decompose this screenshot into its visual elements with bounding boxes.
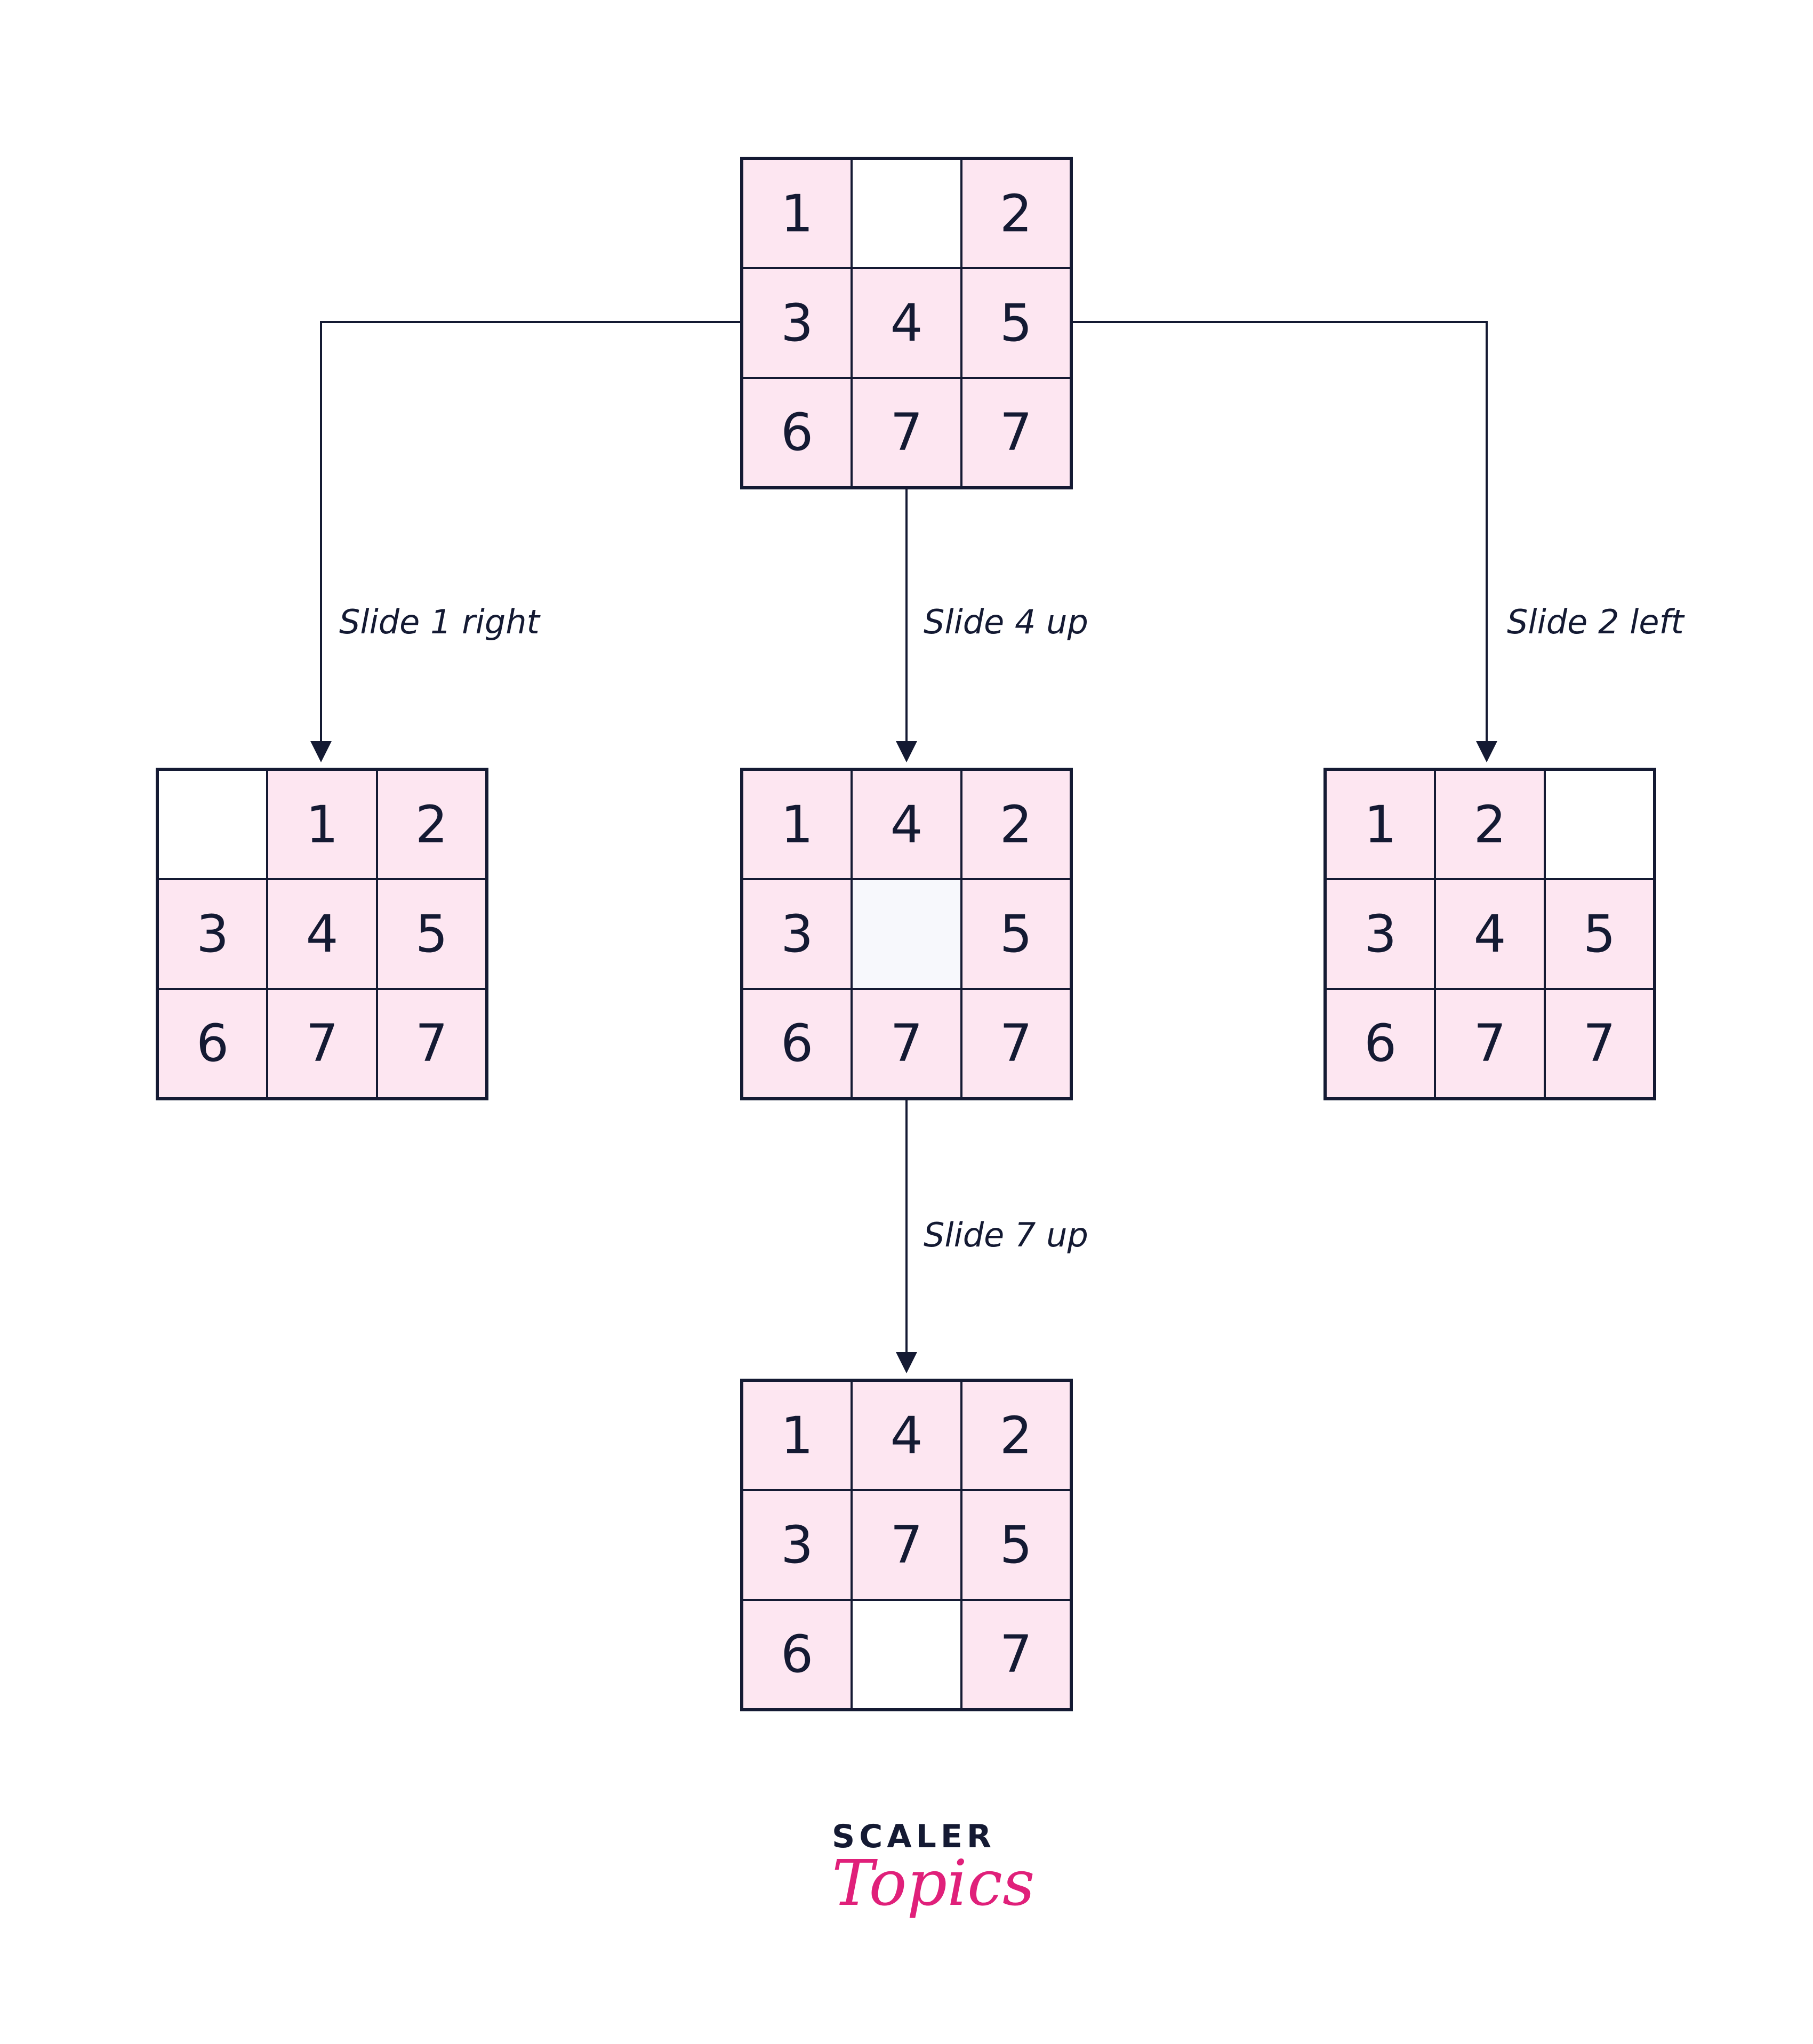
number-tile: 7: [961, 377, 1071, 487]
arrow-to-right-board: [1072, 321, 1497, 762]
number-tile: 4: [267, 879, 377, 989]
edge-label-slide-4-up: Slide 4 up: [924, 602, 1088, 641]
number-tile: 7: [961, 1599, 1071, 1709]
logo-wordmark-bottom: Topics: [832, 1846, 1035, 1920]
scaler-topics-logo: SCALER Topics: [832, 1818, 1035, 1957]
number-tile: 5: [961, 268, 1071, 378]
number-tile: 7: [852, 1490, 961, 1600]
number-tile: 4: [852, 770, 961, 880]
number-tile: 4: [852, 1381, 961, 1491]
number-tile: 2: [376, 770, 486, 880]
number-tile: 2: [1435, 770, 1545, 880]
number-tile: 2: [961, 1381, 1071, 1491]
number-tile: 1: [742, 770, 852, 880]
number-tile: 7: [852, 377, 961, 487]
number-tile: 3: [742, 268, 852, 378]
number-tile: 2: [961, 770, 1071, 880]
number-tile: 5: [376, 879, 486, 989]
blank-tile: [852, 159, 961, 269]
blank-tile: [852, 879, 961, 989]
edge-label-slide-1-right: Slide 1 right: [339, 602, 540, 641]
number-tile: 4: [1435, 879, 1545, 989]
number-tile: 4: [852, 268, 961, 378]
number-tile: 7: [852, 988, 961, 1098]
number-tile: 1: [742, 159, 852, 269]
number-tile: 6: [742, 988, 852, 1098]
edge-label-slide-7-up: Slide 7 up: [924, 1216, 1088, 1254]
number-tile: 3: [158, 879, 268, 989]
number-tile: 1: [742, 1381, 852, 1491]
blank-tile: [158, 770, 268, 880]
blank-tile: [852, 1599, 961, 1709]
number-tile: 5: [961, 1490, 1071, 1600]
number-tile: 6: [742, 377, 852, 487]
number-tile: 6: [158, 988, 268, 1098]
number-tile: 7: [1435, 988, 1545, 1098]
number-tile: 3: [742, 1490, 852, 1600]
logo-wordmark-top: SCALER: [832, 1818, 996, 1855]
number-tile: 7: [1544, 988, 1654, 1098]
number-tile: 7: [267, 988, 377, 1098]
number-tile: 5: [961, 879, 1071, 989]
arrow-to-left-board: [310, 321, 740, 762]
number-tile: 3: [1326, 879, 1435, 989]
number-tile: 2: [961, 159, 1071, 269]
number-tile: 7: [376, 988, 486, 1098]
number-tile: 6: [742, 1599, 852, 1709]
number-tile: 7: [961, 988, 1071, 1098]
blank-tile: [1544, 770, 1654, 880]
number-tile: 3: [742, 879, 852, 989]
edge-label-slide-2-left: Slide 2 left: [1507, 602, 1684, 641]
number-tile: 5: [1544, 879, 1654, 989]
number-tile: 1: [1326, 770, 1435, 880]
number-tile: 6: [1326, 988, 1435, 1098]
number-tile: 1: [267, 770, 377, 880]
